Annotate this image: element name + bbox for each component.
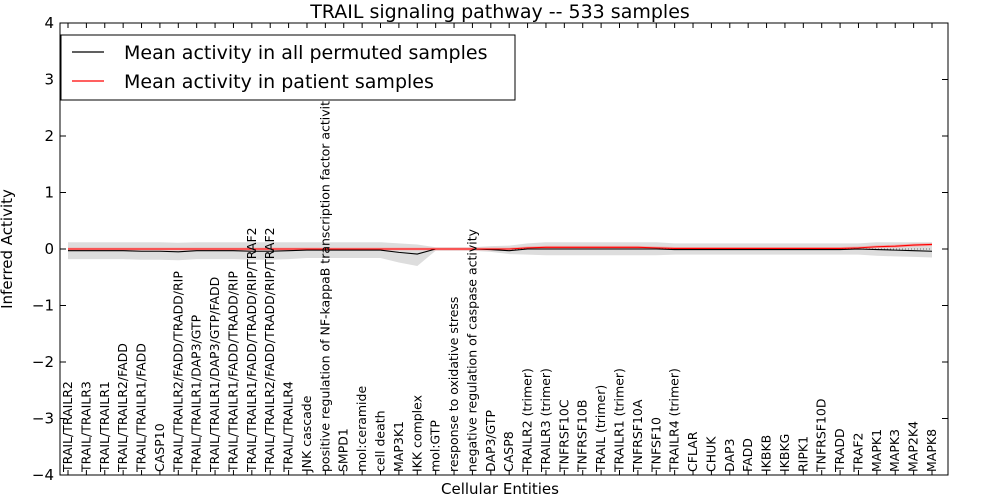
x-tick-label: FADD <box>740 438 755 472</box>
x-axis-label: Cellular Entities <box>441 480 559 498</box>
x-tick-label: TNFRSF10B <box>575 400 590 473</box>
series-1-line <box>68 243 933 250</box>
series-0-band <box>68 242 932 266</box>
x-tick-label: RIPK1 <box>795 436 810 472</box>
y-tick-label: 2 <box>44 127 54 145</box>
x-tick-label: TRAIL (trimer) <box>593 385 608 473</box>
x-tick-label: TRAIL/TRAILR2/FADD/TRADD/RIP <box>170 271 185 473</box>
y-axis-label: Inferred Activity <box>0 189 16 309</box>
x-tick-label: response to oxidative stress <box>446 297 461 472</box>
x-tick-label: negative regulation of caspase activity <box>464 228 479 472</box>
y-tick-label: −1 <box>32 297 54 315</box>
x-tick-label: IKBKG <box>777 434 792 472</box>
x-tick-label: TRAIL/TRAILR1/FADD/TRADD/RIP/TRAF2 <box>244 227 259 473</box>
x-tick-label: TRAILR1 (trimer) <box>611 368 626 473</box>
x-tick-label: TRAILR4 (trimer) <box>667 368 682 473</box>
legend-box <box>60 34 516 101</box>
x-tick-label: TNFRSF10A <box>630 399 645 473</box>
x-tick-label: MAP2K4 <box>906 421 921 472</box>
chart-title: TRAIL signaling pathway -- 533 samples <box>309 1 690 23</box>
x-tick-label: MAPK8 <box>924 429 939 472</box>
x-tick-label: MAPK3 <box>887 429 902 472</box>
x-tick-label: TRAILR3 (trimer) <box>538 368 553 473</box>
x-tick-label: mol:ceramide <box>354 386 369 472</box>
x-tick-label: MAPK1 <box>869 429 884 472</box>
x-tick-label: TRAF2 <box>850 432 865 473</box>
y-tick-label: −2 <box>32 353 54 371</box>
x-tick-label: TRAIL/TRAILR2/FADD/TRADD/RIP/TRAF2 <box>262 227 277 473</box>
x-tick-label: DAP3/GTP <box>483 409 498 472</box>
x-tick-label: TRAIL/TRAILR1/FADD/TRADD/RIP <box>225 271 240 473</box>
y-tick-label: −4 <box>32 466 54 484</box>
x-tick-label: TRAIL/TRAILR4 <box>281 381 296 473</box>
x-tick-label: CASP8 <box>501 431 516 472</box>
x-tick-label: CHUK <box>703 436 718 472</box>
y-tick-label: −3 <box>32 410 54 428</box>
x-tick-label: TRAIL/TRAILR1/FADD <box>134 343 149 473</box>
x-tick-label: TRAIL/TRAILR1/DAP3/GTP/FADD <box>207 277 222 473</box>
y-tick-label: 1 <box>44 184 54 202</box>
series-0-line <box>68 248 933 255</box>
y-tick-label: 4 <box>44 14 54 32</box>
x-tick-label: DAP3 <box>722 439 737 472</box>
x-tick-label: JNK cascade <box>299 395 314 473</box>
x-tick-label: CFLAR <box>685 431 700 472</box>
x-tick-label: mol:GTP <box>428 420 443 472</box>
legend-label: Mean activity in all permuted samples <box>124 42 487 64</box>
x-tick-label: TNFRSF10D <box>814 398 829 473</box>
x-tick-label: TRAIL/TRAILR1/DAP3/GTP <box>189 314 204 473</box>
x-tick-label: TRAIL/TRAILR3 <box>78 381 93 473</box>
x-tick-label: SMPD1 <box>336 428 351 472</box>
y-tick-label: 3 <box>44 71 54 89</box>
x-tick-label: TNFSF10 <box>648 417 663 473</box>
x-tick-label: MAP3K1 <box>391 421 406 472</box>
legend-label: Mean activity in patient samples <box>124 71 434 93</box>
x-tick-label: TRAILR2 (trimer) <box>520 368 535 473</box>
y-tick-label: 0 <box>44 240 54 258</box>
x-tick-label: IKK complex <box>409 395 424 472</box>
x-tick-label: TRAIL/TRAILR2 <box>60 381 75 473</box>
x-tick-label: CASP10 <box>152 423 167 472</box>
x-tick-label: TRAIL/TRAILR2/FADD <box>115 343 130 473</box>
x-tick-label: TRADD <box>832 428 847 473</box>
x-tick-label: TRAIL/TRAILR1 <box>97 381 112 473</box>
x-tick-label: TNFRSF10C <box>556 399 571 473</box>
x-tick-label: cell death <box>373 410 388 472</box>
x-tick-label: IKBKB <box>759 435 774 472</box>
x-tick-label: positive regulation of NF-kappaB transcr… <box>317 93 332 472</box>
